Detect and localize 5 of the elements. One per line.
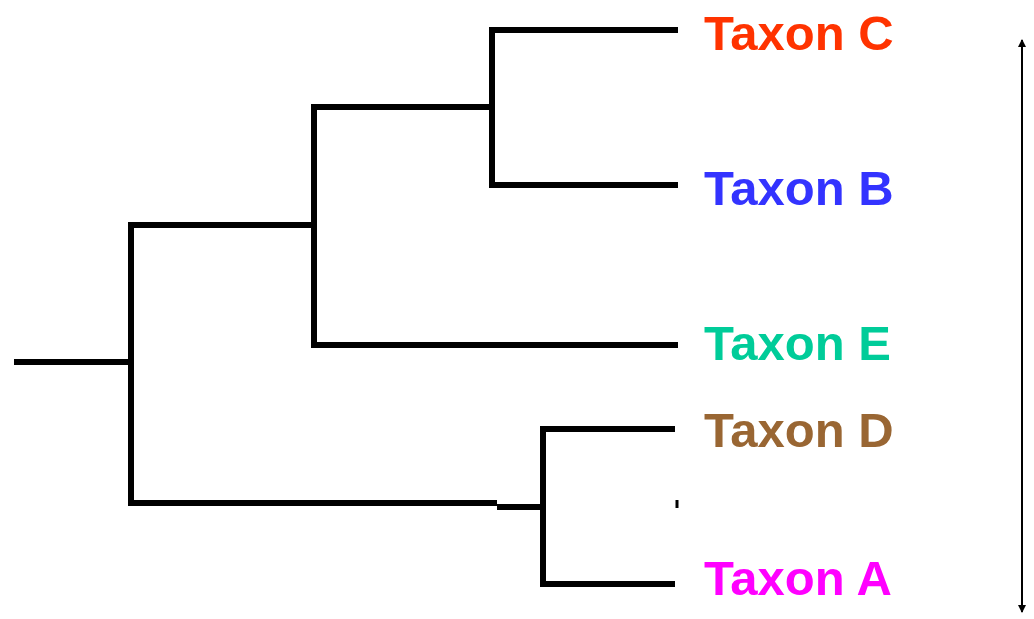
taxon-label: Taxon D (704, 406, 894, 455)
taxon-label: Taxon A (704, 554, 892, 603)
taxon-label: Taxon B (704, 164, 894, 213)
taxon-label: Taxon E (704, 319, 891, 368)
taxon-label: Taxon C (704, 9, 894, 58)
